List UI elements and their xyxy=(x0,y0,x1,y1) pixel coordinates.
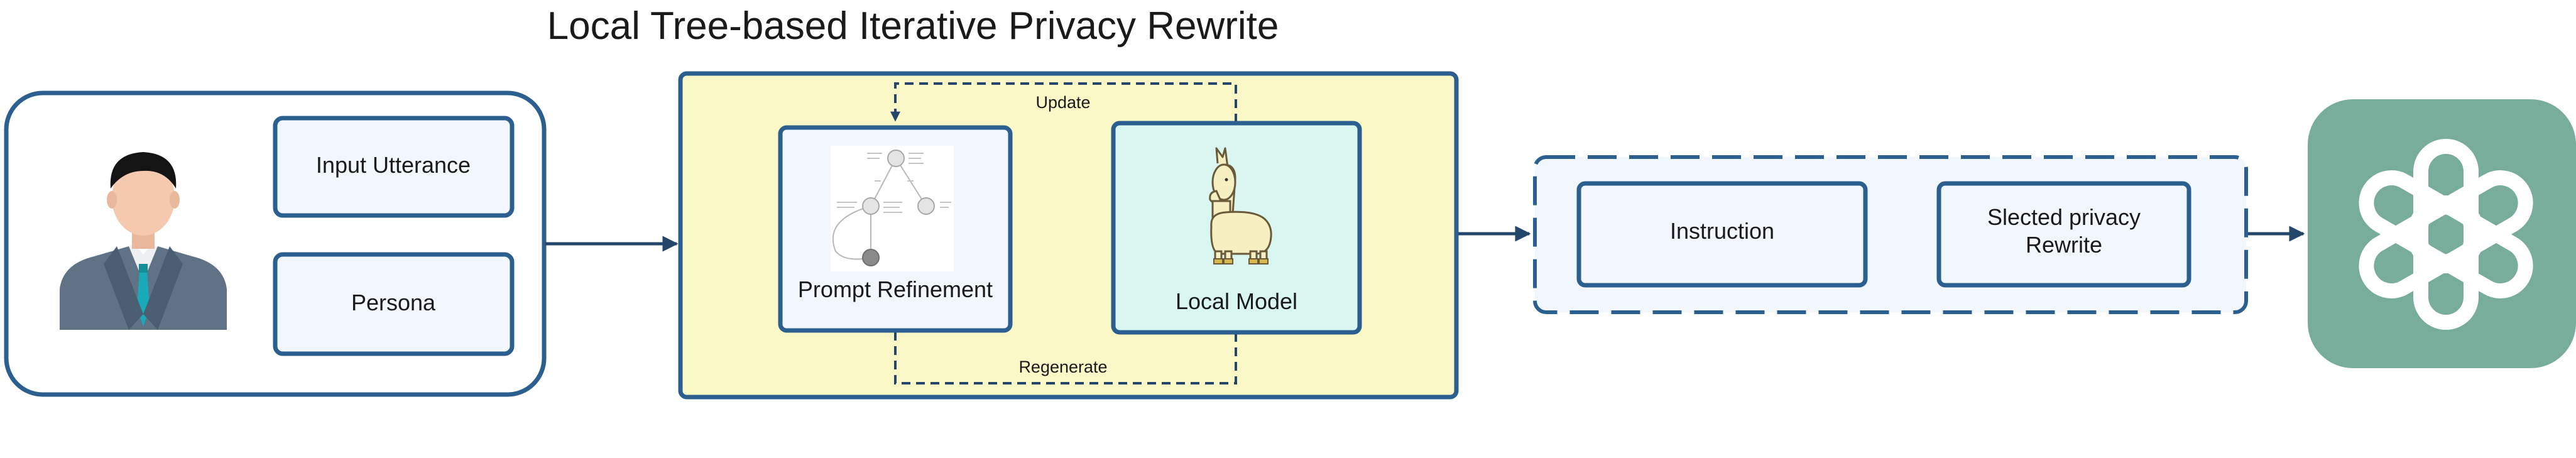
input-panel: Input Utterance Persona xyxy=(4,90,547,397)
local-rewrite-panel: Update Regenerate xyxy=(678,71,1459,400)
search-tree-icon xyxy=(831,146,954,271)
instruction-box: Instruction xyxy=(1576,181,1868,288)
persona-label: Persona xyxy=(351,290,436,315)
selected-rewrite-label-line1: Slected privacy xyxy=(1987,204,2141,230)
update-label: Update xyxy=(1035,93,1090,112)
persona-box: Persona xyxy=(273,252,515,356)
input-utterance-box: Input Utterance xyxy=(273,116,515,218)
input-utterance-label: Input Utterance xyxy=(316,152,471,178)
selected-rewrite-label-line2: Rewrite xyxy=(2026,232,2102,258)
update-loop-arrow xyxy=(890,82,1237,123)
local-model-label: Local Model xyxy=(1176,288,1297,314)
user-avatar-icon xyxy=(60,152,227,330)
prompt-refinement-box: Prompt Refinement xyxy=(778,125,1013,333)
openai-logo-icon xyxy=(2308,99,2576,368)
diagram-title: Local Tree-based Iterative Privacy Rewri… xyxy=(547,4,1279,48)
regenerate-loop-arrow xyxy=(894,289,1241,384)
regenerate-label: Regenerate xyxy=(1018,357,1107,376)
prompt-refinement-label: Prompt Refinement xyxy=(798,276,993,302)
selected-rewrite-box: Slected privacy Rewrite xyxy=(1936,181,2191,288)
llama-icon xyxy=(1209,147,1272,264)
output-panel: Instruction Slected privacy Rewrite xyxy=(1533,155,2248,314)
local-model-box: Local Model xyxy=(1111,121,1362,335)
instruction-label: Instruction xyxy=(1670,218,1774,244)
